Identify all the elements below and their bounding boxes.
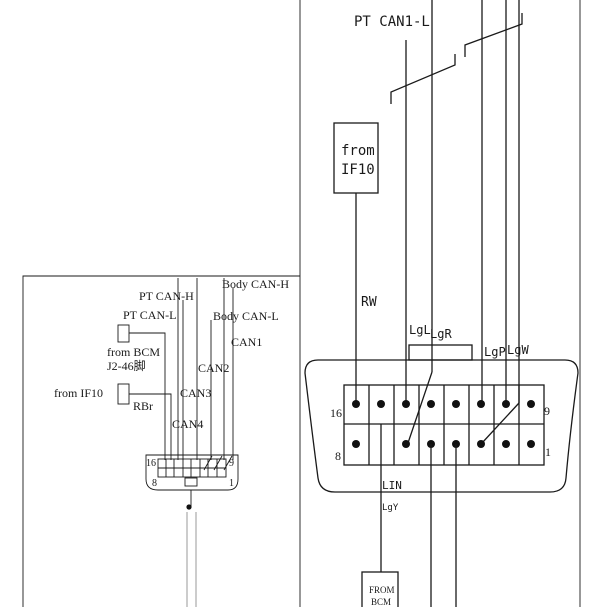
left-pin-1: 1 — [229, 478, 234, 489]
twisted-pair-mark-right — [464, 13, 523, 57]
left-pin-9: 9 — [229, 458, 234, 469]
label-can2: CAN2 — [198, 361, 229, 375]
bcm-source-box-right — [361, 571, 399, 607]
label-lgr: LgR — [430, 327, 452, 341]
left-panel: Body CAN-H PT CAN-H PT CAN-L Body CAN-L … — [54, 277, 289, 607]
label-body-can-l: Body CAN-L — [213, 309, 279, 323]
label-from-if10-line2: IF10 — [341, 162, 375, 178]
bcm-source-box — [117, 324, 130, 343]
right-pin-1: 1 — [545, 445, 551, 459]
label-from-bcm: from BCM — [107, 345, 160, 359]
panel-frames — [22, 0, 581, 607]
left-pin-8: 8 — [152, 478, 157, 489]
if10-source-box — [117, 383, 130, 405]
label-lgp: LgP — [484, 345, 506, 359]
label-can4: CAN4 — [172, 417, 203, 431]
label-body-can-h: Body CAN-H — [222, 277, 289, 291]
right-pin-8: 8 — [335, 449, 341, 463]
label-lin: LIN — [382, 479, 402, 492]
right-panel: PT CAN1-L from IF10 RW LgL LgR LgP LgW — [304, 0, 579, 607]
twisted-pair-mark-left — [390, 54, 456, 104]
label-from-bcm-line2: BCM — [371, 597, 391, 607]
left-panel-frame — [22, 275, 300, 607]
label-pt-can-h: PT CAN-H — [139, 289, 194, 303]
right-wires-bottom — [380, 424, 457, 607]
label-can1: CAN1 — [231, 335, 262, 349]
label-from-if10: from IF10 — [54, 386, 103, 400]
right-wires-top — [355, 0, 520, 444]
label-can3: CAN3 — [180, 386, 211, 400]
top-row-pins — [352, 400, 535, 408]
right-obd-connector: 16 9 8 1 — [304, 359, 579, 493]
label-from-bcm-line1: FROM — [369, 585, 395, 595]
right-pin-16: 16 — [330, 406, 342, 420]
label-bcm-pin: J2-46脚 — [107, 358, 146, 373]
label-lgw: LgW — [507, 343, 529, 357]
left-ground-dot — [186, 504, 192, 510]
label-pt-can1-l: PT CAN1-L — [354, 14, 430, 30]
label-from-if10-line1: from — [341, 143, 375, 159]
left-obd-connector: 16 9 8 1 — [145, 454, 239, 491]
label-lgl: LgL — [409, 323, 431, 337]
label-rbr: RBr — [133, 399, 153, 413]
right-pin-9: 9 — [544, 404, 550, 418]
label-pt-can-l: PT CAN-L — [123, 308, 176, 322]
label-lgy: LgY — [382, 503, 399, 513]
left-pin-16: 16 — [146, 458, 156, 469]
connector-tab — [408, 344, 473, 361]
label-rw: RW — [361, 295, 377, 310]
